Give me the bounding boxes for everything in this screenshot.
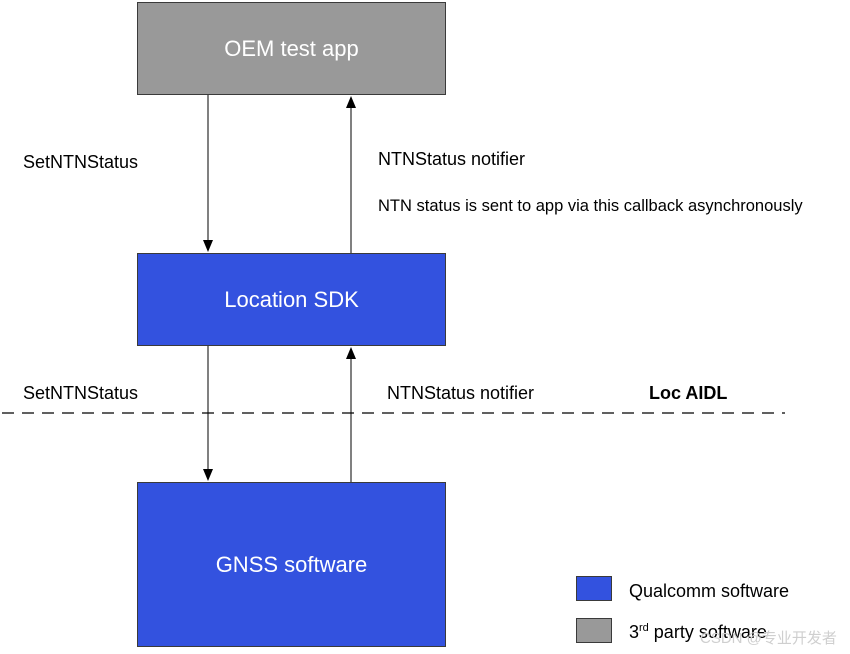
set-ntn-status-bottom-label: SetNTNStatus — [23, 383, 139, 403]
arrowhead-gnss-to-sdk — [346, 347, 356, 359]
arrowhead-oem-to-sdk — [203, 240, 213, 252]
oem-test-app-label: OEM test app — [224, 35, 359, 61]
arrowhead-sdk-to-oem — [346, 96, 356, 108]
loc-aidl-label: Loc AIDL — [649, 383, 728, 403]
legend-third-party-superscript: rd — [639, 622, 649, 634]
legend-third-party-label: 3rd party software — [629, 622, 767, 642]
csdn-watermark: CSDN @专业开发者 — [700, 630, 837, 647]
ntn-status-callback-note: NTN status is sent to app via this callb… — [378, 197, 803, 215]
legend-third-party-suffix: party software — [648, 622, 767, 642]
location-sdk-label: Location SDK — [224, 286, 359, 312]
set-ntn-status-top-label: SetNTNStatus — [23, 152, 139, 172]
oem-test-app-box: OEM test app — [137, 2, 446, 95]
legend-third-party-swatch — [576, 618, 612, 643]
legend-qualcomm-swatch — [576, 576, 612, 601]
arrowhead-sdk-to-gnss — [203, 469, 213, 481]
ntn-status-notifier-bottom-label: NTNStatus notifier — [387, 383, 535, 403]
gnss-software-box: GNSS software — [137, 482, 446, 647]
gnss-software-label: GNSS software — [215, 551, 368, 577]
ntn-status-notifier-top-label: NTNStatus notifier — [378, 149, 526, 169]
legend-third-party-prefix: 3 — [629, 622, 640, 642]
legend-qualcomm-label: Qualcomm software — [629, 581, 790, 601]
location-sdk-box: Location SDK — [137, 253, 446, 346]
